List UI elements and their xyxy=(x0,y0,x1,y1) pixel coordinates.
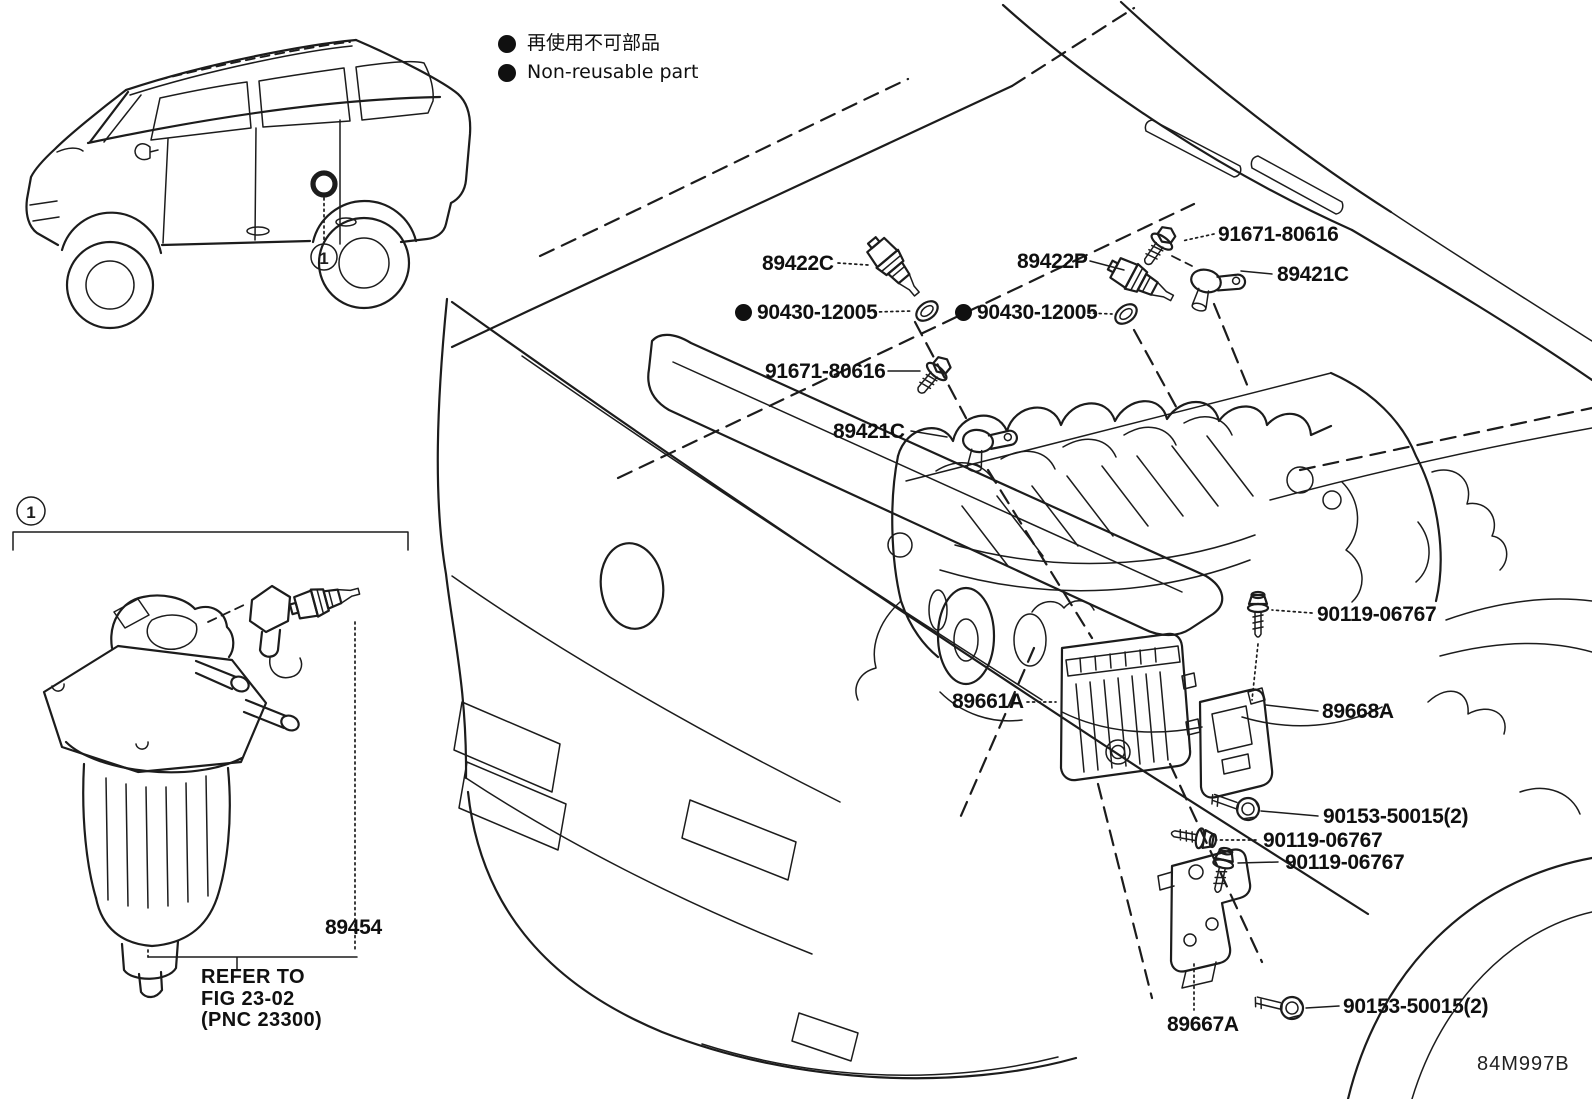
valve-cover-ribs xyxy=(961,435,1254,567)
part-number-text: 90119-06767 xyxy=(1317,603,1437,626)
sensor-connector xyxy=(248,584,292,634)
part-label-89661A[interactable]: 89661A xyxy=(952,690,1024,713)
part-label-89422P[interactable]: 89422P xyxy=(1017,250,1088,273)
refer-note: REFER TO FIG 23-02 (PNC 23300) xyxy=(201,966,323,1032)
assembly-dashed-lines xyxy=(913,255,1264,1000)
non-reusable-bullet-icon xyxy=(735,304,752,321)
legend-text-en: Non-reusable part xyxy=(527,61,699,83)
leader-lines xyxy=(147,233,1340,1011)
non-reusable-bullet-icon xyxy=(498,34,516,53)
part-label-89454[interactable]: 89454 xyxy=(325,916,382,939)
part-label-90119-06767-b[interactable]: 90119-06767 xyxy=(1263,829,1383,852)
temp-sensor-89422p xyxy=(1102,251,1180,312)
engine-line-art xyxy=(855,371,1508,733)
part-label-89421C-a[interactable]: 89421C xyxy=(1277,263,1349,286)
part-number-text: 89454 xyxy=(325,916,382,939)
bolt-90153-50015-b xyxy=(1252,985,1307,1029)
grille-opening xyxy=(647,333,1224,637)
part-number-text: 89422P xyxy=(1017,250,1088,273)
screw-90119-06767-b xyxy=(1168,822,1219,853)
part-number-text: 90430-12005 xyxy=(757,301,878,324)
part-label-90153-50015-b[interactable]: 90153-50015(2) xyxy=(1343,995,1489,1018)
vehicle-side-view-inset: 1 xyxy=(25,38,472,330)
legend-row-en: Non-reusable part xyxy=(498,61,698,84)
bolt-91671-80616-mid xyxy=(909,350,958,402)
non-reusable-bullet-icon xyxy=(955,304,972,321)
callout-number-car: 1 xyxy=(319,249,328,268)
non-reusable-bullet-icon xyxy=(498,63,516,82)
wiper-blade xyxy=(1144,119,1242,178)
body-location-marker xyxy=(310,170,338,198)
part-label-90430-12005-a[interactable]: 90430-12005 xyxy=(735,301,878,324)
part-number-text: 91671-80616 xyxy=(765,360,886,383)
part-label-91671-80616-b[interactable]: 91671-80616 xyxy=(765,360,886,383)
part-number-text: 90119-06767 xyxy=(1263,829,1383,852)
part-label-89421C-b[interactable]: 89421C xyxy=(833,420,905,443)
part-number-text: 89421C xyxy=(833,420,905,443)
part-label-89667A[interactable]: 89667A xyxy=(1167,1013,1239,1036)
part-number-text: 89667A xyxy=(1167,1013,1239,1036)
part-label-90430-12005-b[interactable]: 90430-12005 xyxy=(955,301,1098,324)
oring-90430-12005-right xyxy=(1110,299,1142,329)
screw-90119-06767-a xyxy=(1246,590,1270,701)
bumper-intake-slots xyxy=(453,701,567,851)
pulley xyxy=(936,586,996,686)
cam-sensor-89421c-top xyxy=(1182,261,1248,322)
callout-circle-1-car xyxy=(310,243,338,271)
fuel-temp-sensor-89454 xyxy=(286,576,364,624)
part-number-text: 90153-50015(2) xyxy=(1343,995,1489,1018)
wiper-blade xyxy=(1250,155,1344,215)
refer-note-line: (PNC 23300) xyxy=(201,1009,323,1031)
part-label-90119-06767-c[interactable]: 90119-06767 xyxy=(1285,851,1405,874)
refer-note-line: REFER TO xyxy=(201,966,305,988)
ecu-89661a-drawing xyxy=(1059,632,1201,782)
part-number-text: 91671-80616 xyxy=(1218,223,1339,246)
bracket-89668a-drawing xyxy=(1198,687,1274,799)
part-label-89668A[interactable]: 89668A xyxy=(1322,700,1394,723)
fuel-filter-inset: 1 xyxy=(12,496,409,999)
filter-flange xyxy=(42,644,268,774)
oring-90430-12005-left xyxy=(911,296,943,326)
legend-text-ja: 再使用不可部品 xyxy=(527,32,661,54)
part-label-89422C[interactable]: 89422C xyxy=(762,252,834,275)
part-number-text: 90119-06767 xyxy=(1285,851,1405,874)
emblem-oval xyxy=(599,542,665,630)
part-label-90153-50015-a[interactable]: 90153-50015(2) xyxy=(1323,805,1469,828)
part-number-text: 89661A xyxy=(952,690,1024,713)
front-end-line-art xyxy=(436,0,1592,1099)
legend-row-ja: 再使用不可部品 xyxy=(498,32,698,55)
part-label-90119-06767-a[interactable]: 90119-06767 xyxy=(1317,603,1437,626)
part-number-text: 89668A xyxy=(1322,700,1394,723)
drawing-code: 84M997B xyxy=(1477,1053,1570,1075)
callout-circle-1-inset xyxy=(16,496,46,526)
part-number-text: 89421C xyxy=(1277,263,1349,286)
callout-number-inset: 1 xyxy=(26,503,35,522)
filter-body-ribs xyxy=(105,775,209,909)
refer-note-line: FIG 23-02 xyxy=(201,987,295,1010)
part-label-91671-80616-a[interactable]: 91671-80616 xyxy=(1218,223,1339,246)
bracket-89667a-drawing xyxy=(1157,848,1252,989)
part-number-text: 90153-50015(2) xyxy=(1323,805,1469,828)
part-number-text: 90430-12005 xyxy=(977,301,1098,324)
inset-bracket-line xyxy=(12,531,409,551)
temp-sensor-89422c xyxy=(860,230,929,305)
legend: 再使用不可部品 Non-reusable part xyxy=(498,32,698,84)
cam-sensor-89421c-mid xyxy=(957,423,1019,478)
wheel-arch xyxy=(1346,856,1592,1099)
part-number-text: 89422C xyxy=(762,252,834,275)
